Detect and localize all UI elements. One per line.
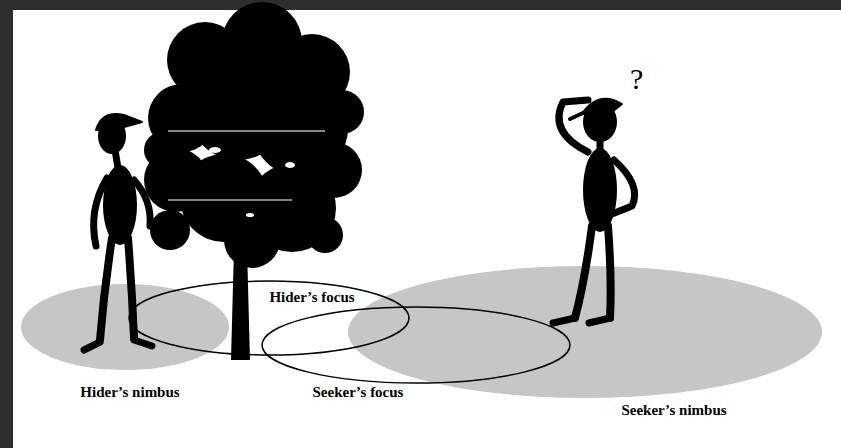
region-label: Hider’s nimbus [45, 383, 215, 401]
ellipse-outline [260, 305, 574, 403]
ellipse-shape [21, 284, 229, 370]
ellipse-outline [346, 266, 826, 422]
region-label: Seeker’s focus [273, 383, 443, 401]
focus-ellipse: Seeker’s focus [260, 305, 574, 403]
question-mark: ? [630, 62, 643, 96]
nimbus-ellipse: Seeker’s nimbus [346, 266, 826, 422]
focus-ellipse: Hider’s focus [128, 280, 410, 358]
region-label: Seeker’s nimbus [589, 401, 759, 419]
region-label: Hider’s focus [227, 288, 397, 306]
nimbus-ellipse: Hider’s nimbus [20, 284, 232, 404]
ellipse-shape [348, 266, 822, 398]
ellipse-outline [128, 280, 410, 358]
